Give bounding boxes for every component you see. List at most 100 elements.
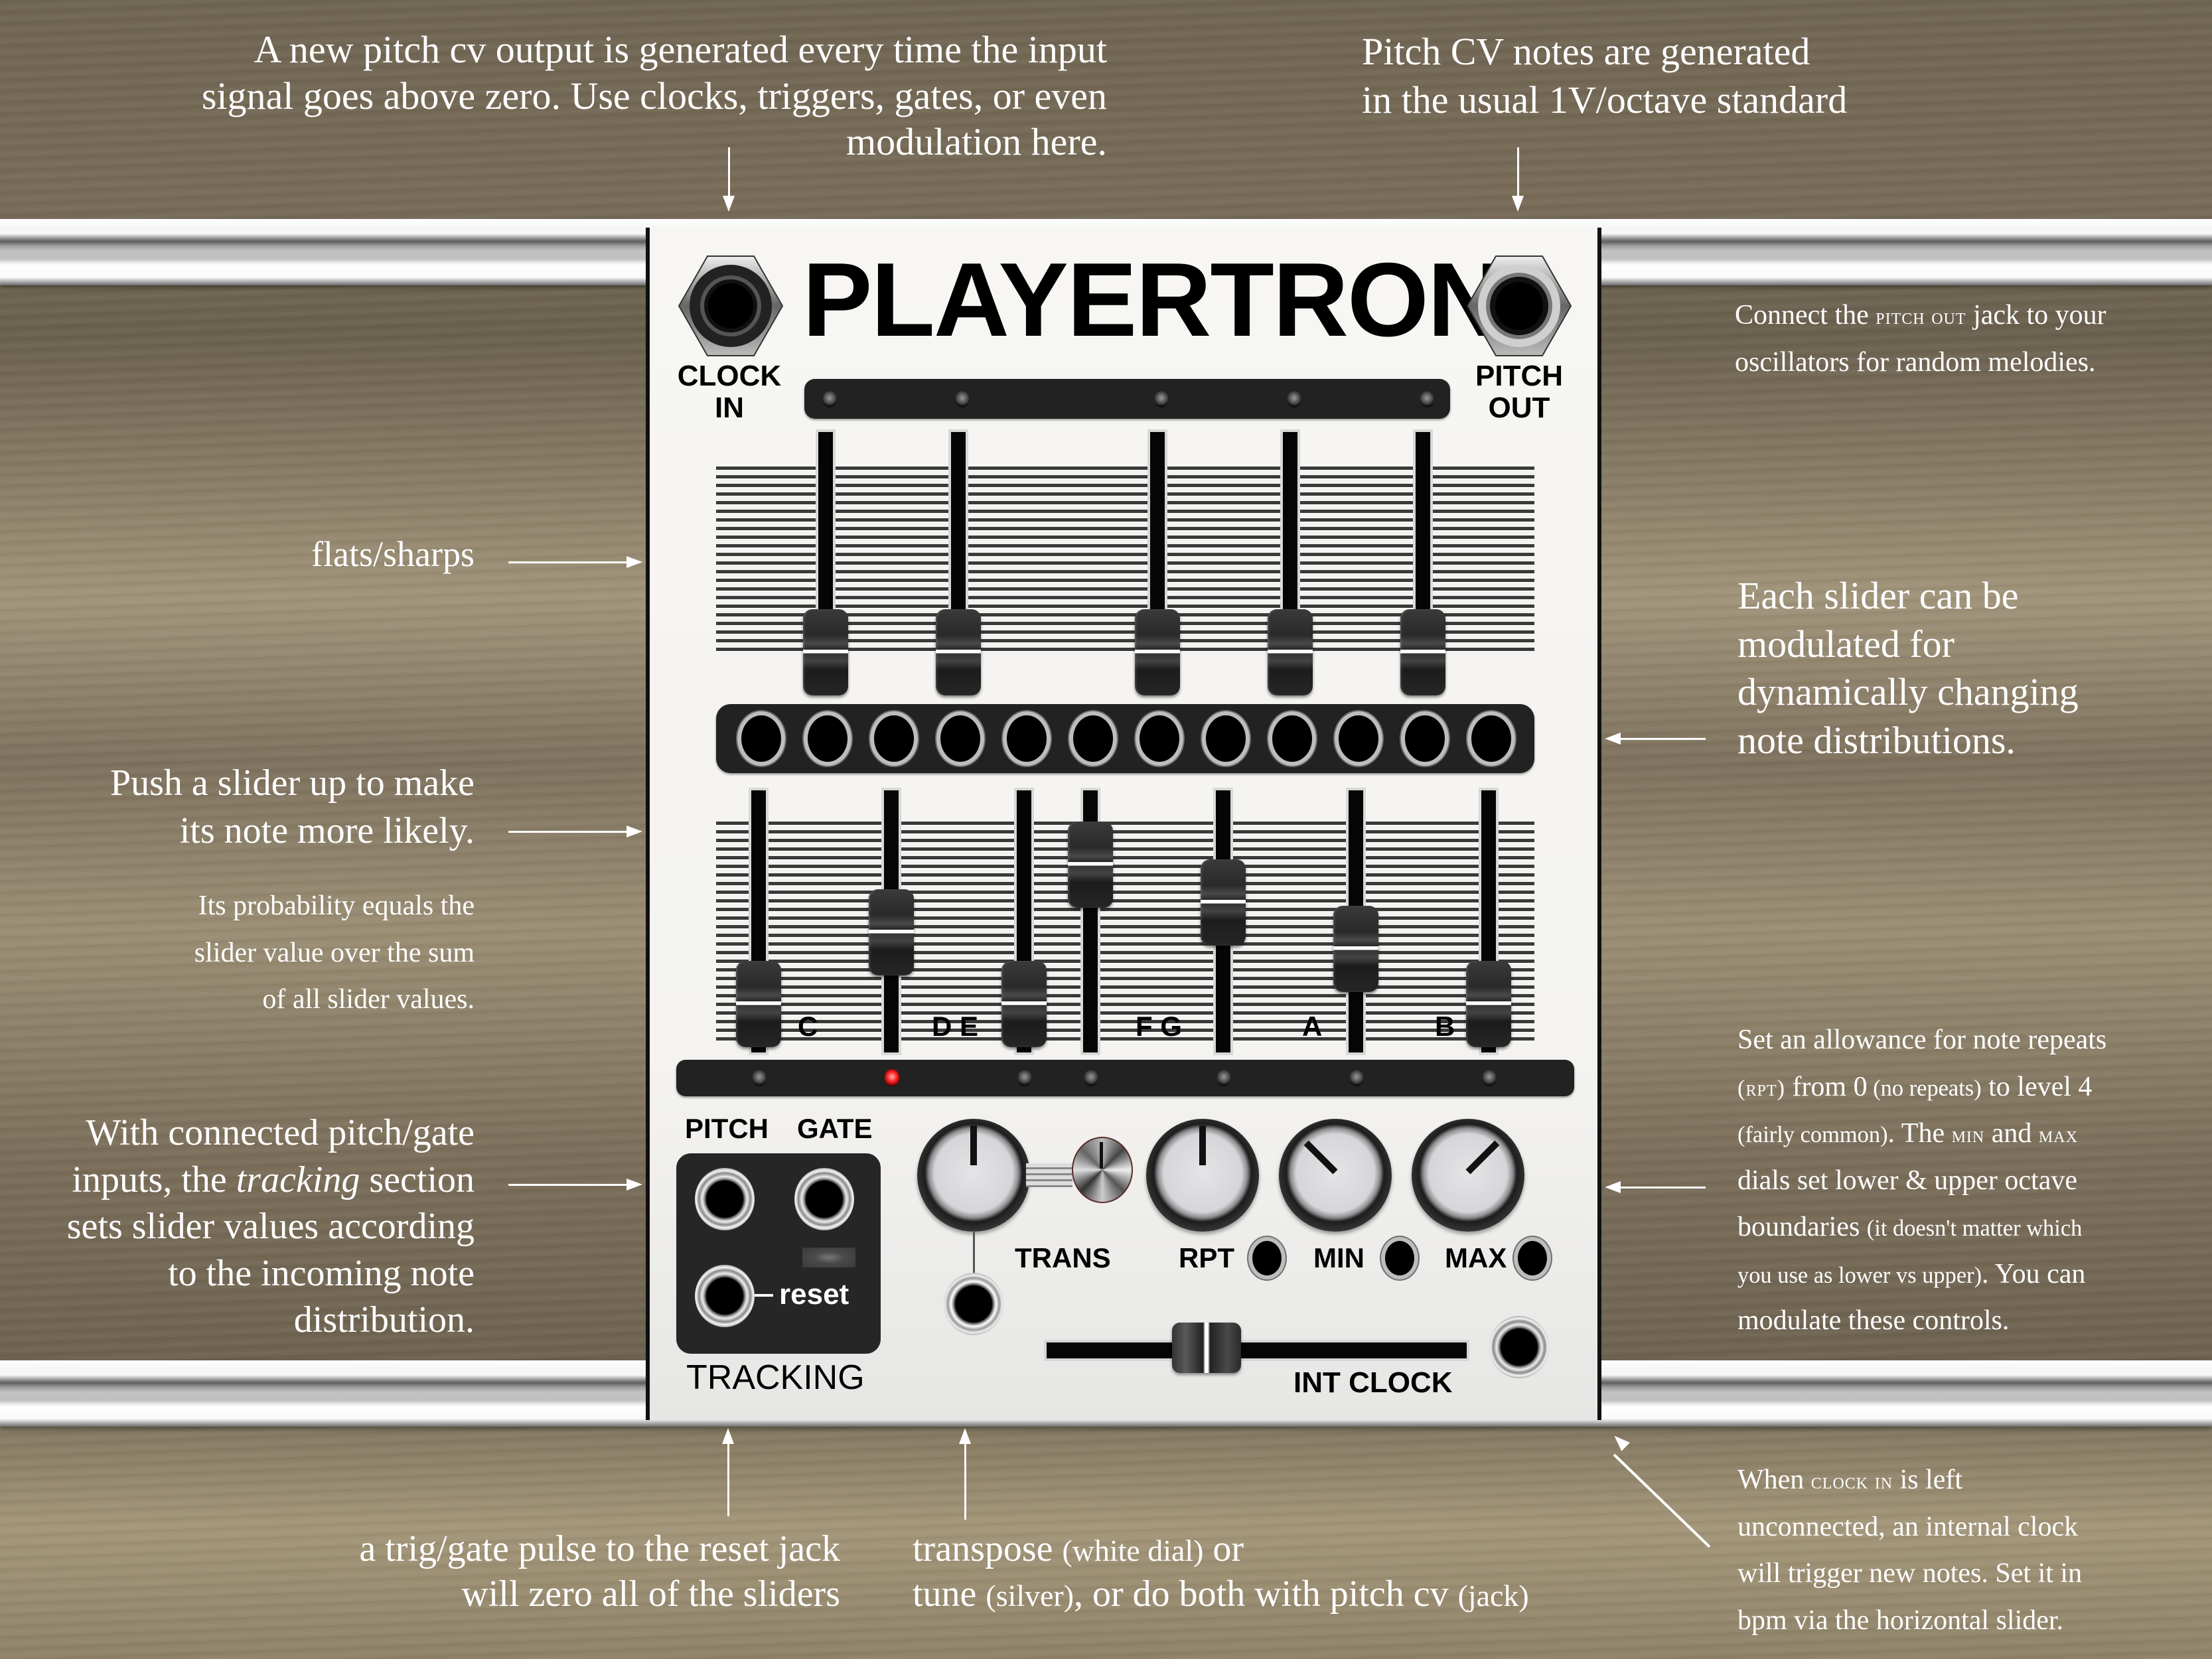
led-indicator xyxy=(822,390,837,407)
trans-cv-line xyxy=(973,1231,975,1279)
arrow-left-modulation-head xyxy=(1605,733,1621,745)
arrow-right-flats-head xyxy=(627,556,642,568)
dial-pointer xyxy=(1199,1125,1206,1165)
annotation-reset: a trig/gate pulse to the reset jack will… xyxy=(359,1528,840,1615)
slider-handle-a[interactable] xyxy=(1333,906,1378,992)
arrow-left-repeats-head xyxy=(1605,1181,1621,1193)
arrow-down-pitch xyxy=(1517,147,1519,197)
mod-jack-2[interactable] xyxy=(808,715,848,762)
annotation-modulation: Each slider can be modulated for dynamic… xyxy=(1737,574,2079,762)
led-f xyxy=(1084,1069,1098,1086)
slider-handle-e[interactable] xyxy=(1001,961,1047,1047)
hex-jack-icon xyxy=(1466,255,1572,356)
arrow-down-clock xyxy=(728,147,730,197)
dial-pointer xyxy=(970,1125,977,1165)
int-clock-jack[interactable] xyxy=(1489,1316,1549,1378)
tune-knob[interactable] xyxy=(1072,1137,1133,1203)
module-title: PLAYERTRON xyxy=(802,242,1503,358)
slider-handle-d[interactable] xyxy=(869,889,914,975)
min-dial[interactable] xyxy=(1279,1119,1392,1232)
note-label-a: A xyxy=(1302,1011,1323,1042)
min-label: MIN xyxy=(1313,1242,1364,1273)
slider-handle-c-sharp[interactable] xyxy=(803,609,848,695)
mod-jack-9[interactable] xyxy=(1272,715,1312,762)
tracking-panel: reset xyxy=(676,1153,881,1354)
accidental-staff-lines xyxy=(716,467,1534,654)
mod-jack-10[interactable] xyxy=(1339,715,1378,762)
arrow-right-flats xyxy=(508,561,628,563)
dial-pointer xyxy=(1465,1140,1500,1175)
arrow-left-modulation xyxy=(1619,738,1706,740)
mod-jack-6[interactable] xyxy=(1073,715,1113,762)
tracking-pitch-jack[interactable] xyxy=(695,1168,755,1230)
mod-jack-3[interactable] xyxy=(874,715,914,762)
arrow-left-repeats xyxy=(1619,1187,1706,1189)
clock-in-jack[interactable] xyxy=(678,253,784,359)
trans-cv-jack[interactable] xyxy=(944,1273,1003,1335)
slider-handle-f-sharp[interactable] xyxy=(1135,609,1180,695)
led-e xyxy=(1017,1069,1032,1086)
slider-handle-a-sharp[interactable] xyxy=(1400,609,1445,695)
annotation-flats-sharps: flats/sharps xyxy=(311,534,475,574)
mod-jack-5[interactable] xyxy=(1007,715,1047,762)
led-indicator xyxy=(1420,390,1434,407)
note-label-b: B xyxy=(1435,1011,1455,1042)
arrow-up-transpose xyxy=(964,1440,966,1520)
led-indicator xyxy=(1154,390,1169,407)
reset-label: reset xyxy=(779,1278,849,1311)
arrow-down-clock-head xyxy=(723,196,735,212)
tracking-section-label: TRACKING xyxy=(686,1358,865,1397)
max-cv-jack[interactable] xyxy=(1518,1241,1547,1275)
slider-handle-c[interactable] xyxy=(736,961,781,1047)
tracking-gate-label: GATE xyxy=(797,1113,873,1144)
mod-jack-4[interactable] xyxy=(940,715,980,762)
led-a xyxy=(1349,1069,1364,1086)
arrow-up-reset xyxy=(727,1440,729,1516)
mod-jack-11[interactable] xyxy=(1405,715,1445,762)
slider-handle-f[interactable] xyxy=(1068,822,1113,908)
slider-handle-g-sharp[interactable] xyxy=(1268,609,1313,695)
playertron-module: CLOCK IN PLAYERTRON PITCH OUT xyxy=(646,228,1601,1420)
arrow-right-tracking xyxy=(508,1184,628,1186)
note-label-de: D E xyxy=(932,1011,979,1042)
arrow-up-reset-head xyxy=(722,1428,734,1444)
mod-jack-bar xyxy=(716,704,1534,773)
led-indicator xyxy=(955,390,970,407)
hex-jack-icon xyxy=(678,255,784,356)
note-label-fg: F G xyxy=(1136,1011,1182,1042)
slider-handle-g[interactable] xyxy=(1201,859,1246,946)
slider-handle-d-sharp[interactable] xyxy=(936,609,981,695)
led-c xyxy=(752,1069,767,1086)
tracking-pitch-label: PITCH xyxy=(685,1113,769,1144)
trans-label: TRANS xyxy=(1015,1242,1111,1273)
dial-pointer xyxy=(1303,1140,1338,1175)
pitch-out-jack[interactable] xyxy=(1466,253,1572,359)
annotation-int-clock: When clock in is left unconnected, an in… xyxy=(1737,1465,2083,1636)
tracking-gate-jack[interactable] xyxy=(794,1168,854,1230)
annotation-tracking: With connected pitch/gate inputs, the tr… xyxy=(66,1112,475,1341)
arrow-diagonal-int-clock xyxy=(1613,1453,1711,1548)
accidental-led-bar xyxy=(804,379,1450,419)
max-dial[interactable] xyxy=(1412,1119,1524,1232)
led-b xyxy=(1482,1069,1497,1086)
int-clock-slider-track[interactable] xyxy=(1047,1342,1467,1358)
mod-jack-7[interactable] xyxy=(1140,715,1179,762)
annotation-clock-in: A new pitch cv output is generated every… xyxy=(201,28,1107,164)
mod-jack-12[interactable] xyxy=(1471,715,1511,762)
pitch-out-label: PITCH OUT xyxy=(1475,360,1563,425)
slider-handle-b[interactable] xyxy=(1466,961,1511,1047)
reset-connector-line xyxy=(755,1294,773,1297)
rpt-cv-jack[interactable] xyxy=(1252,1241,1282,1275)
arrow-right-tracking-head xyxy=(627,1179,642,1190)
mod-jack-1[interactable] xyxy=(741,715,781,762)
transpose-dial[interactable] xyxy=(917,1119,1030,1232)
min-cv-jack[interactable] xyxy=(1385,1241,1414,1275)
reset-jack[interactable] xyxy=(695,1265,755,1327)
clock-in-label: CLOCK IN xyxy=(677,360,782,425)
arrow-right-push-head xyxy=(627,826,642,837)
rpt-dial[interactable] xyxy=(1146,1119,1259,1232)
annotation-pitch-out: Connect the pitch out jack to your oscil… xyxy=(1735,300,2106,378)
int-clock-slider-handle[interactable] xyxy=(1172,1323,1241,1373)
mod-jack-8[interactable] xyxy=(1206,715,1246,762)
tune-connector xyxy=(1026,1163,1072,1187)
